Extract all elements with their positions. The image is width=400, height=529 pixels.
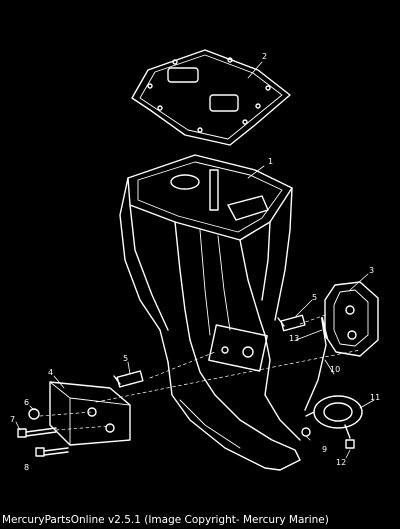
callout-13: 13 (289, 334, 299, 343)
callout-5-lower: 5 (123, 354, 128, 363)
gasket-part-2 (131, 49, 291, 146)
alignment-lines (39, 313, 361, 431)
screw-part-12 (344, 424, 355, 449)
callout-3: 3 (369, 266, 374, 275)
bracket-part-3 (324, 281, 379, 357)
callout-4: 4 (48, 368, 53, 377)
callout-2: 2 (262, 52, 267, 61)
leader-lines (15, 61, 375, 459)
fitting-part-5-upper (277, 314, 306, 332)
callout-10: 10 (330, 365, 340, 374)
nut-part-6 (28, 408, 40, 420)
plate-part-4 (49, 381, 131, 446)
callout-9: 9 (322, 445, 327, 454)
callout-8: 8 (24, 463, 29, 472)
rod-part-13 (321, 317, 328, 339)
hose-part-10 (304, 319, 327, 411)
fitting-part-5-lower (113, 370, 144, 388)
screw-part-7 (17, 427, 57, 438)
screw-part-8 (35, 447, 69, 457)
pump-part-11 (305, 395, 363, 429)
callout-5-upper: 5 (312, 293, 317, 302)
fitting-part-9 (301, 427, 311, 437)
callout-1: 1 (268, 157, 273, 166)
callout-6: 6 (24, 398, 29, 407)
image-caption: MercuryPartsOnline v2.5.1 (Image Copyrig… (2, 514, 329, 526)
exploded-parts-diagram: 1 2 3 4 5 5 6 7 8 9 10 11 12 13 (10, 49, 380, 472)
callout-7: 7 (10, 415, 15, 424)
callout-12: 12 (336, 458, 346, 467)
drive-shaft-housing-part-1 (119, 154, 301, 471)
callout-11: 11 (370, 393, 380, 402)
